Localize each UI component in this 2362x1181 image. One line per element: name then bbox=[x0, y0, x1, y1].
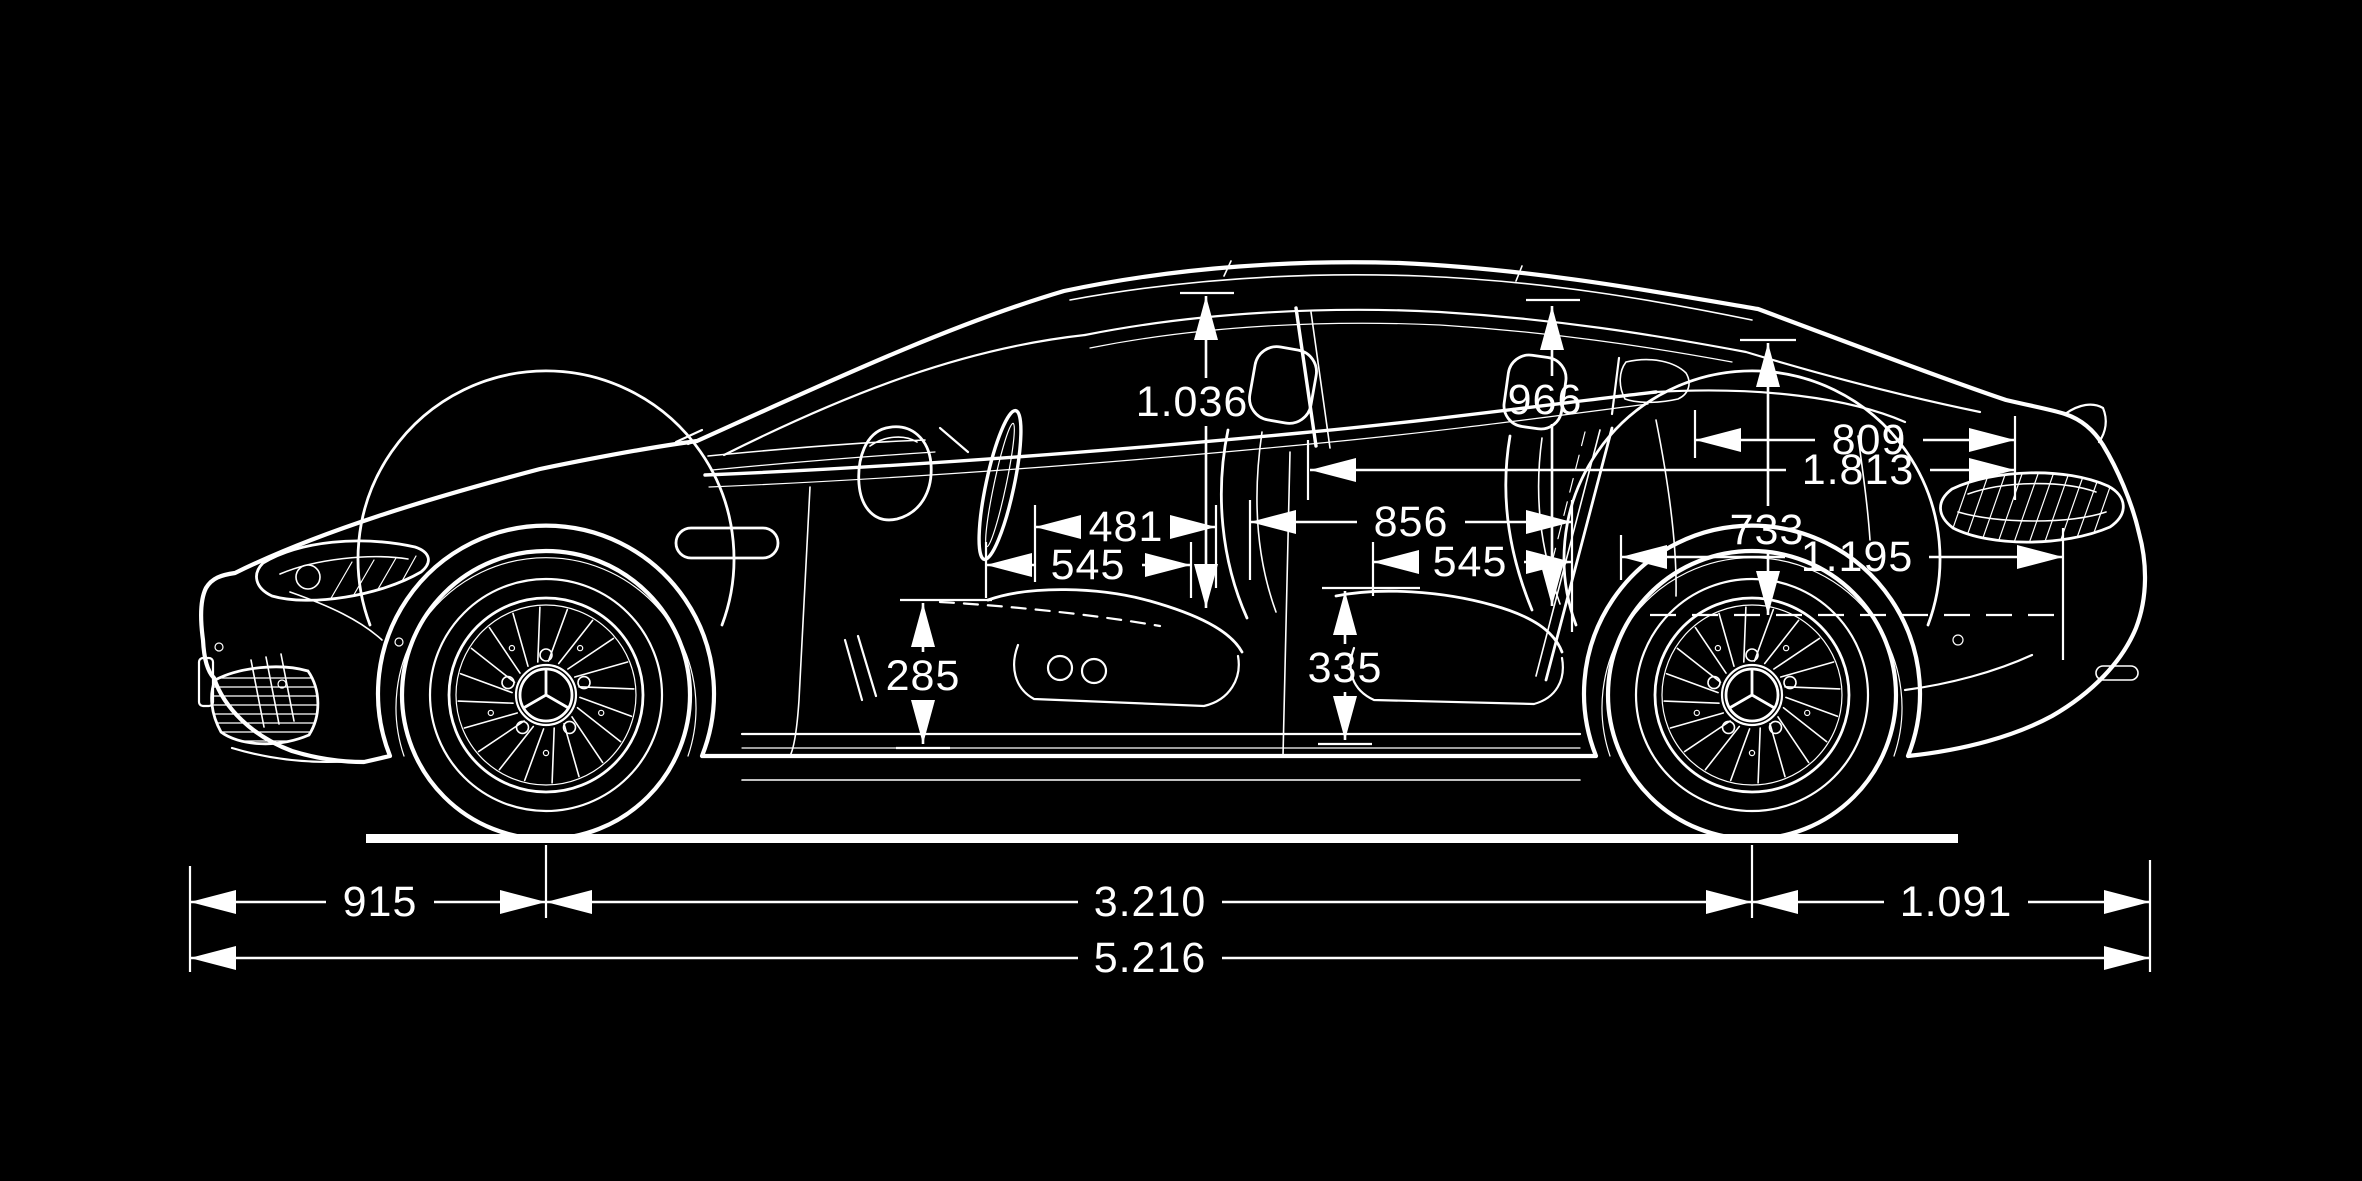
rear-fender-arc bbox=[1562, 369, 1942, 627]
rear-reflector bbox=[2095, 665, 2139, 681]
rear-seatbelt bbox=[1544, 426, 1614, 682]
front-sensor bbox=[214, 642, 224, 652]
dim-label-966: 966 bbox=[1508, 376, 1583, 424]
dim-label-481: 481 bbox=[1089, 503, 1164, 551]
dim-856: 856 bbox=[1250, 498, 1572, 546]
dim-label-809: 809 bbox=[1832, 416, 1907, 464]
front-cushion bbox=[986, 588, 1244, 654]
taillight-inner bbox=[1967, 482, 2097, 495]
dim-285: 285 bbox=[886, 603, 961, 744]
dim-label-1195: 1.195 bbox=[1801, 533, 1914, 581]
dim-809: 809 bbox=[1695, 416, 2015, 464]
seat-adjuster bbox=[1080, 657, 1108, 685]
steering-wheel bbox=[977, 408, 1023, 562]
b-pillar-2 bbox=[1310, 311, 1331, 449]
dim-1036: 1.036 bbox=[1136, 296, 1249, 608]
body-outline bbox=[198, 260, 2148, 765]
dim-335: 335 bbox=[1308, 591, 1383, 740]
roof-seam bbox=[1223, 260, 1523, 282]
dim-label-915: 915 bbox=[343, 878, 418, 926]
front-wheel bbox=[402, 551, 690, 839]
beltline-2 bbox=[708, 403, 1649, 488]
dim-733: 733 bbox=[1730, 343, 1805, 615]
dim-label-856: 856 bbox=[1374, 498, 1449, 546]
mid-door-seam bbox=[1282, 451, 1291, 757]
dashboard-line bbox=[707, 439, 926, 457]
headliner-line bbox=[1083, 308, 1982, 414]
rear-quarter-seam bbox=[1857, 435, 1871, 541]
front-arch-inner bbox=[395, 557, 697, 757]
dim-bottom-row: 915 3.210 1.091 bbox=[190, 878, 2150, 926]
headlight-hatch bbox=[329, 555, 417, 601]
dim-label-545-front: 545 bbox=[1051, 541, 1126, 589]
dim-label-3210: 3.210 bbox=[1094, 878, 1207, 926]
taillight bbox=[1939, 471, 2125, 544]
dim-966: 966 bbox=[1508, 306, 1583, 606]
quarter-window bbox=[1619, 358, 1690, 404]
dim-1813: 1.813 bbox=[1310, 446, 2015, 494]
dim-label-1036: 1.036 bbox=[1136, 378, 1249, 426]
dim-5216: 5.216 bbox=[190, 934, 2150, 982]
spoiler-lip bbox=[2063, 403, 2107, 444]
dim-481: 481 bbox=[1035, 503, 1216, 551]
fender-sensor bbox=[394, 637, 404, 647]
front-headrest bbox=[1248, 345, 1318, 425]
dim-label-1813: 1.813 bbox=[1802, 446, 1915, 494]
roof-second-line bbox=[1069, 274, 1753, 321]
headliner-line-2 bbox=[1089, 322, 1733, 363]
steering-column bbox=[938, 426, 970, 454]
car-drawing bbox=[197, 260, 2148, 843]
intake-louvers bbox=[211, 677, 318, 742]
dim-label-1091: 1.091 bbox=[1900, 878, 2013, 926]
front-fender-arc bbox=[356, 369, 736, 627]
door-handle bbox=[674, 526, 780, 560]
quarter-window-bar bbox=[1610, 356, 1621, 416]
front-cushion-dash bbox=[938, 600, 1162, 628]
rear-sensor bbox=[1952, 634, 1964, 646]
front-seatback bbox=[1219, 428, 1249, 620]
b-pillar bbox=[1294, 306, 1318, 448]
dim-label-335: 335 bbox=[1308, 644, 1383, 692]
lower-intake bbox=[210, 665, 320, 746]
dashboard-line-2 bbox=[711, 451, 936, 471]
headlight-inner bbox=[279, 555, 409, 575]
projector-lens bbox=[295, 564, 321, 590]
front-sensor bbox=[277, 679, 287, 689]
dim-545-rear: 545 bbox=[1373, 538, 1572, 586]
taillight-hatch bbox=[1945, 472, 2117, 543]
pedal bbox=[843, 634, 878, 702]
bumper-crease bbox=[289, 591, 383, 641]
rear-wheel bbox=[1608, 551, 1896, 839]
dim-label-5216: 5.216 bbox=[1094, 934, 1207, 982]
license-mount bbox=[197, 656, 215, 708]
rear-seat-base bbox=[1349, 646, 1564, 706]
dimension-annotations: 1.036 966 733 285 335 bbox=[188, 291, 2152, 982]
dim-545-front: 545 bbox=[986, 541, 1191, 589]
dim-label-285: 285 bbox=[886, 652, 961, 700]
windshield-inner bbox=[722, 333, 1087, 457]
rear-headrest bbox=[1502, 353, 1568, 431]
front-splitter bbox=[230, 746, 354, 764]
rear-door-seam bbox=[1655, 419, 1677, 597]
rear-bumper-crease bbox=[1903, 653, 2034, 692]
rear-shoulder-line bbox=[1654, 389, 1907, 424]
bumper-strakes bbox=[250, 653, 295, 728]
dim-label-545-rear: 545 bbox=[1433, 538, 1508, 586]
headlight bbox=[255, 539, 430, 602]
seat-adjuster bbox=[1046, 654, 1074, 682]
side-mirror bbox=[857, 425, 933, 522]
dim-label-733: 733 bbox=[1730, 506, 1805, 554]
dim-1195: 1.195 bbox=[1621, 533, 2063, 581]
front-seat bbox=[938, 345, 1318, 708]
ground-line bbox=[366, 834, 1958, 843]
front-seat-base bbox=[1013, 643, 1240, 708]
beltline bbox=[703, 390, 1658, 477]
rear-arch-inner bbox=[1601, 557, 1903, 757]
rear-seatbelt-dash bbox=[1549, 431, 1586, 571]
front-door-seam bbox=[789, 486, 811, 757]
front-seatback-2 bbox=[1256, 431, 1277, 613]
reference-ticks bbox=[896, 291, 1796, 750]
